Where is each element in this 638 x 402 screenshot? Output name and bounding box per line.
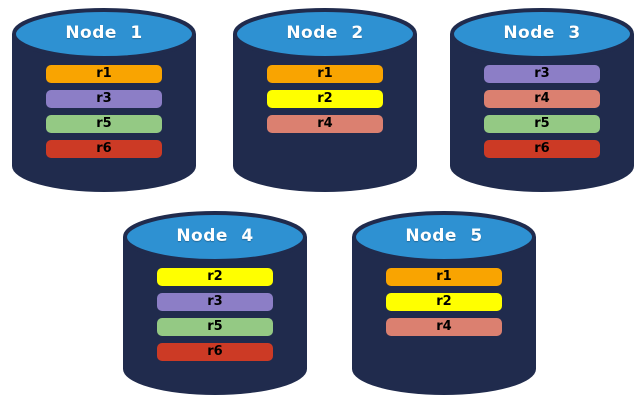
cylinder-lid [12,8,196,60]
cylinder-lid [123,211,307,263]
node-3-cylinder: Node 3 r3 r4 r5 r6 [450,8,634,194]
replica-bar-r6: r6 [484,140,600,158]
cylinder-lid [352,211,536,263]
replica-list: r2 r3 r5 r6 [123,268,307,368]
replica-bar-r1: r1 [386,268,502,286]
replica-bar-r3: r3 [46,90,162,108]
node-title: Node 5 [405,226,483,246]
replica-list: r3 r4 r5 r6 [450,65,634,165]
replica-list: r1 r2 r4 [352,268,536,343]
node-title: Node 2 [286,23,364,43]
node-title: Node 3 [503,23,581,43]
node-5-cylinder: Node 5 r1 r2 r4 [352,211,536,397]
cylinder-lid [450,8,634,60]
node-1-cylinder: Node 1 r1 r3 r5 r6 [12,8,196,194]
replica-bar-r2: r2 [386,293,502,311]
replica-bar-r2: r2 [267,90,383,108]
node-2-cylinder: Node 2 r1 r2 r4 [233,8,417,194]
cylinder-lid [233,8,417,60]
replica-bar-r6: r6 [46,140,162,158]
replica-bar-r6: r6 [157,343,273,361]
replica-list: r1 r3 r5 r6 [12,65,196,165]
node-title: Node 4 [176,226,254,246]
node-title: Node 1 [65,23,143,43]
replica-bar-r5: r5 [484,115,600,133]
replica-list: r1 r2 r4 [233,65,417,140]
node-4-cylinder: Node 4 r2 r3 r5 r6 [123,211,307,397]
replica-bar-r3: r3 [157,293,273,311]
replica-bar-r1: r1 [267,65,383,83]
replica-bar-r4: r4 [267,115,383,133]
replica-bar-r3: r3 [484,65,600,83]
replica-bar-r5: r5 [157,318,273,336]
replica-bar-r4: r4 [386,318,502,336]
replica-bar-r2: r2 [157,268,273,286]
replica-bar-r5: r5 [46,115,162,133]
replica-bar-r1: r1 [46,65,162,83]
replica-bar-r4: r4 [484,90,600,108]
